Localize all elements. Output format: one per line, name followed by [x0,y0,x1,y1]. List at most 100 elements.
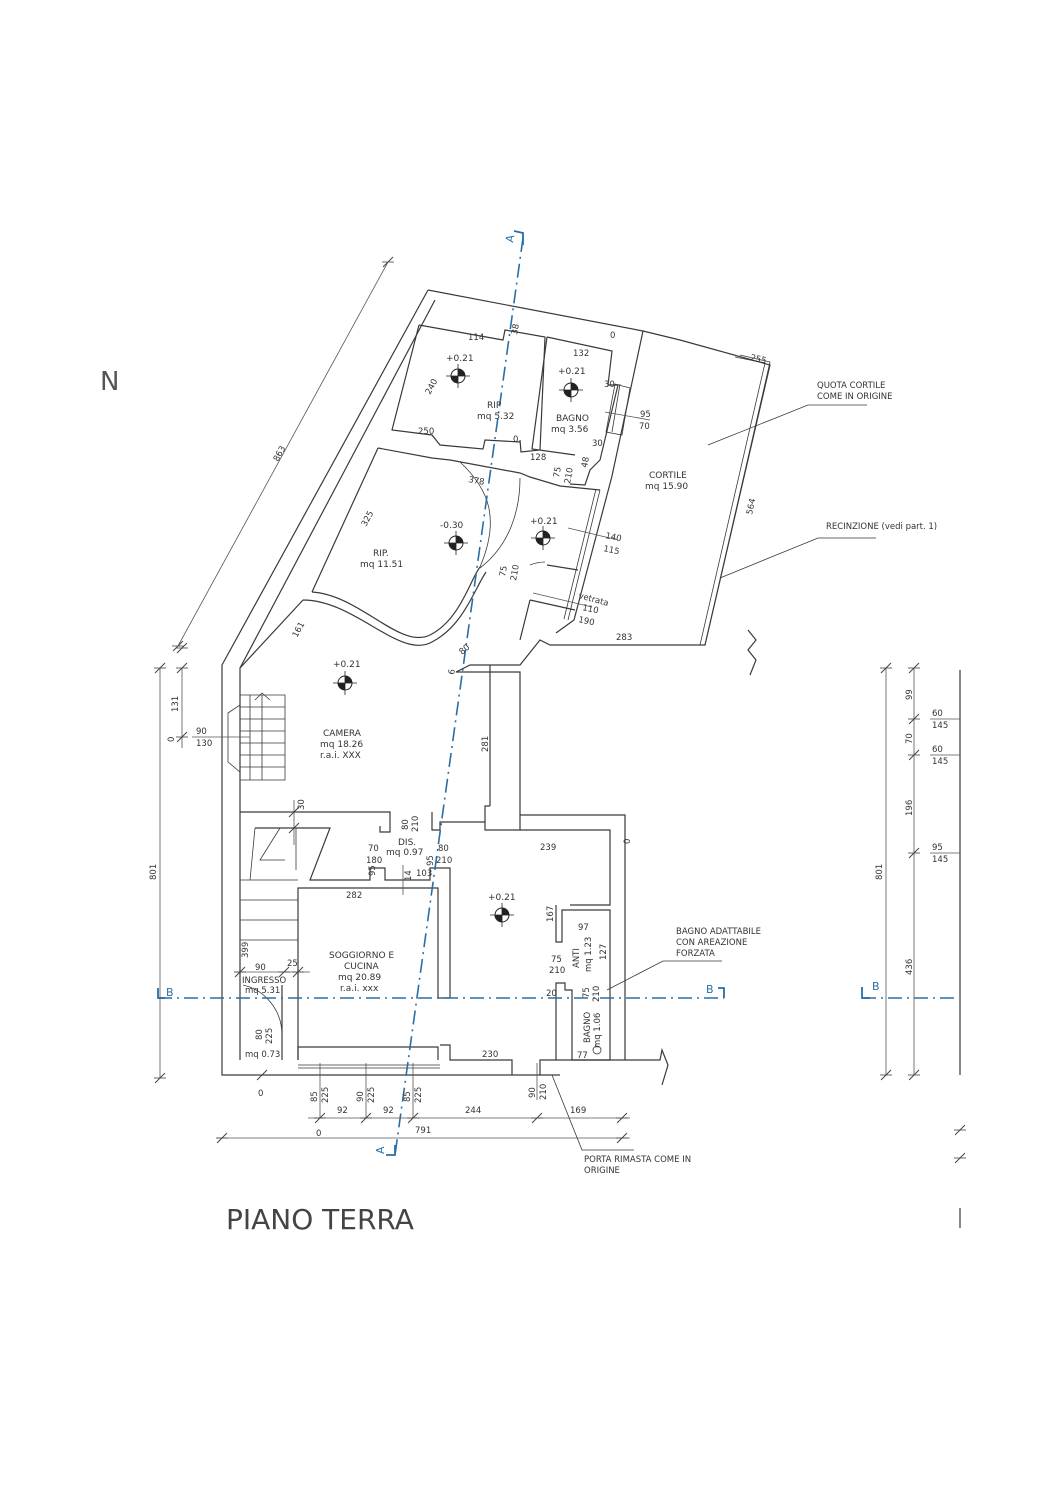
dim-0-left: 0 [167,737,177,742]
north-label: N [100,367,119,397]
level-marker-icon [332,670,358,696]
dim-48: 48 [580,456,592,468]
dim-210p: 210 [539,1084,549,1100]
soggiorno-rai: r.a.i. xxx [340,984,379,994]
right-win3-height: 145 [932,855,948,865]
right-win2-height: 145 [932,757,948,767]
dim-30b: 30 [592,439,603,449]
open-area-level: +0.21 [488,893,516,903]
dim-75a: 75 [552,466,564,478]
rip-top-name: RIP [487,401,502,411]
dim-20: 20 [546,989,557,999]
room-labels: +0.21 RIP mq 5.32 +0.21 BAGNO mq 3.56 CO… [242,354,688,1060]
anti-name: ANTI [572,948,582,968]
right-win3-width: 95 [932,843,943,853]
rip-top-area: mq 5.32 [477,412,514,422]
dim-325: 325 [360,509,376,528]
dim-127: 127 [599,944,609,960]
dim-80i: 80 [255,1029,265,1040]
level-marker-icon [558,377,584,403]
walls [221,289,771,1086]
dim-30a: 30 [604,380,615,390]
porta-rimasta-line1: PORTA RIMASTA COME IN [584,1155,691,1165]
dim-791: 791 [415,1126,431,1136]
annotations: QUOTA CORTILE COME IN ORIGINE RECINZIONE… [551,381,937,1176]
dim-38: 38 [510,323,522,335]
level-marker-icon [530,525,556,551]
dim-863: 863 [272,444,288,463]
dim-80a: 80 [458,643,473,658]
bagno-bottom-area: mq 1.06 [593,1013,603,1048]
dim-281: 281 [481,736,491,752]
soggiorno-name-2: CUCINA [344,962,380,972]
dim-80b: 80 [401,819,411,830]
dim-75d: 75 [582,987,592,998]
dim-95w: 95 [640,410,651,420]
dis-name: DIS. [398,838,416,848]
cortile-name: CORTILE [649,471,687,481]
dim-0-right: 0 [623,839,633,844]
right-dim-196: 196 [905,800,915,816]
dim-70w: 70 [639,422,650,432]
dim-70d: 70 [368,844,379,854]
dim-90w: 90 [196,727,207,737]
dim-0-base: 0 [316,1129,321,1139]
dim-115: 115 [602,544,620,557]
bagno-top-name: BAGNO [556,414,589,424]
dim-110: 110 [581,603,599,616]
dim-95d: 95 [368,865,378,876]
dim-801: 801 [149,864,159,880]
dim-167: 167 [546,906,556,922]
right-dim-70: 70 [905,733,915,744]
bagno-bottom-name: BAGNO [583,1012,593,1043]
dim-103: 103 [416,869,432,879]
dim-161: 161 [291,620,307,639]
section-marker-a-top: A [503,233,517,243]
cortile-area: mq 15.90 [645,482,688,492]
section-marker-b-far: B [872,980,880,993]
dim-90i: 90 [255,963,266,973]
dim-0-rip: 0 [513,435,518,445]
anti-area: mq 1.23 [584,937,594,972]
window1-width: 85 [310,1091,320,1102]
rip-top-level: +0.21 [446,354,474,364]
dim-210e: 210 [549,966,565,976]
dim-0-bottom: 0 [258,1089,263,1099]
right-win2-width: 60 [932,745,943,755]
dim-190: 190 [577,615,595,628]
recinzione-note: RECINZIONE (vedi part. 1) [826,522,937,532]
dis-area: mq 0.97 [386,848,423,858]
dim-255: 255 [749,353,767,366]
dim-80c: 80 [438,844,449,854]
disimpegno-level: +0.21 [530,517,558,527]
right-dim-801: 801 [875,864,885,880]
dim-77: 77 [577,1051,588,1061]
dim-210b: 210 [509,564,522,582]
dim-210c: 210 [411,816,421,832]
dim-239: 239 [540,843,556,853]
bagno-adattabile-line3: FORZATA [676,949,715,959]
rip-mid-level: -0.30 [440,521,464,531]
dim-282: 282 [346,891,362,901]
rip-mid-name: RIP. [373,549,389,559]
dim-114: 114 [468,333,484,343]
section-marker-b-right: B [706,983,714,996]
dim-131: 131 [171,696,181,712]
dim-140: 140 [604,531,622,544]
dim-210a: 210 [563,467,576,485]
level-marker-icon [443,530,469,556]
rip-mid-area: mq 11.51 [360,560,403,570]
section-marker-a-bottom: A [374,1146,387,1154]
dim-244: 244 [465,1106,481,1116]
dim-75c: 75 [551,955,562,965]
camera-rai: r.a.i. XXX [320,751,361,761]
dim-283: 283 [616,633,632,643]
right-elevation-dims: 99 70 196 436 801 60 145 60 145 95 145 [875,662,967,1228]
dim-250: 250 [418,427,434,437]
camera-level: +0.21 [333,660,361,670]
section-axis-b: B B B [157,980,958,999]
dim-6: 6 [447,668,458,675]
dim-90p: 90 [528,1087,538,1098]
window3-height: 225 [414,1087,424,1103]
